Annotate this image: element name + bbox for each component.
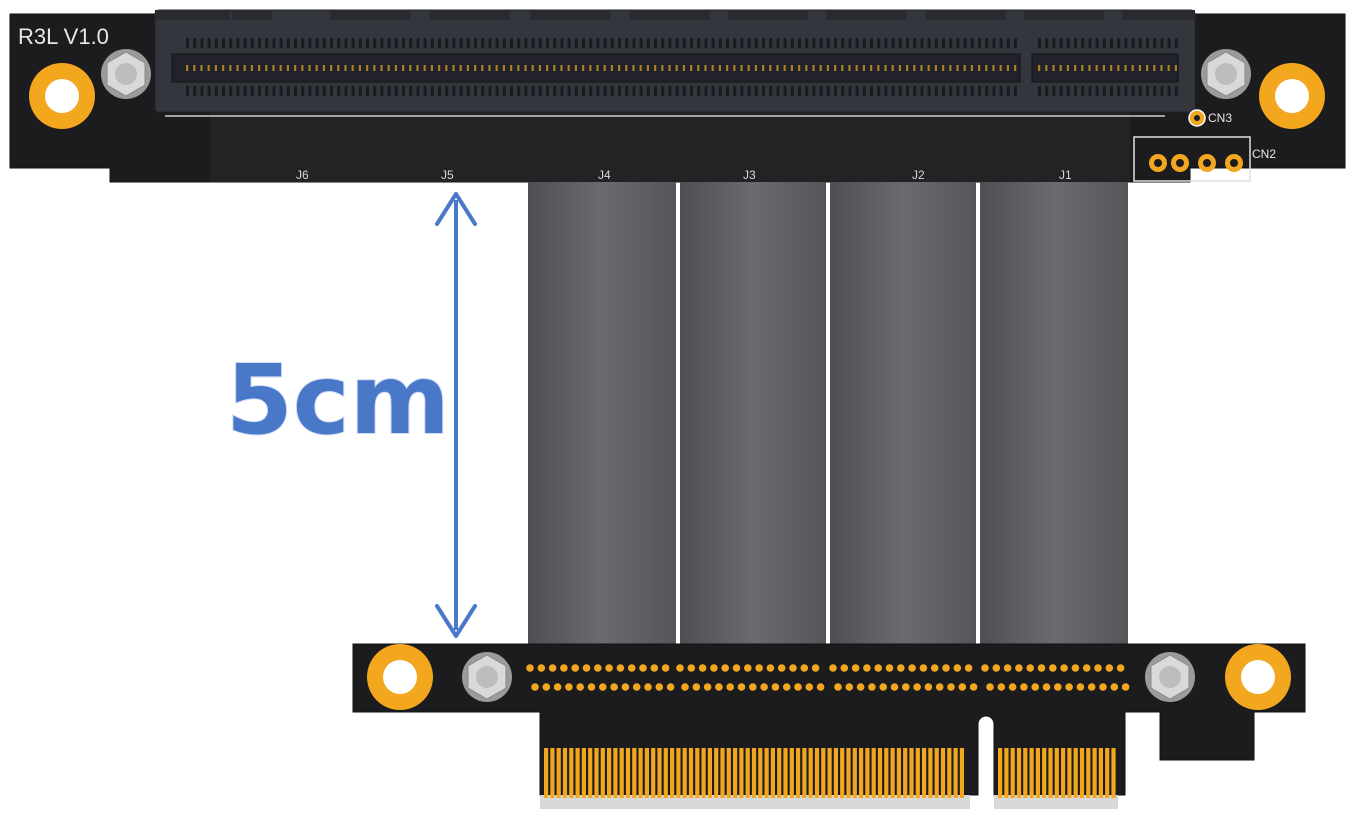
connector-labels: J6 J5 J4 J3 J2 J1 — [296, 168, 1072, 182]
connector-label-j3: J3 — [743, 168, 756, 182]
screw-top-right — [1201, 49, 1251, 99]
ribbon-cable-j4 — [528, 182, 676, 648]
measurement-label: 5cm — [226, 344, 450, 456]
connector-label-j1: J1 — [1059, 168, 1072, 182]
connector-label-j5: J5 — [441, 168, 454, 182]
pcie-slot — [154, 9, 1196, 117]
cn2-label: CN2 — [1252, 147, 1276, 161]
ribbon-cable-j1 — [980, 182, 1128, 648]
screw-bottom-left — [462, 652, 512, 702]
gold-fingers — [540, 748, 1118, 809]
connector-label-j4: J4 — [598, 168, 611, 182]
mount-hole-top-left — [29, 63, 95, 129]
screw-top-left — [101, 49, 151, 99]
mount-hole-bottom-right — [1225, 644, 1291, 710]
solder-pads — [526, 664, 1130, 691]
board-version-label: R3L V1.0 — [18, 24, 109, 49]
connector-label-j6: J6 — [296, 168, 309, 182]
connector-label-j2: J2 — [912, 168, 925, 182]
screw-bottom-right — [1145, 652, 1195, 702]
ribbon-cable-j3 — [680, 182, 826, 648]
measurement-arrow — [435, 192, 477, 638]
mount-hole-bottom-left — [367, 644, 433, 710]
ribbon-cable-j2 — [830, 182, 976, 648]
ribbon-cables — [528, 182, 1128, 648]
mount-hole-top-right — [1259, 63, 1325, 129]
cn2-connector: CN2 — [1133, 136, 1276, 182]
cn3-connector: CN3 — [1188, 109, 1232, 127]
cn3-label: CN3 — [1208, 111, 1232, 125]
